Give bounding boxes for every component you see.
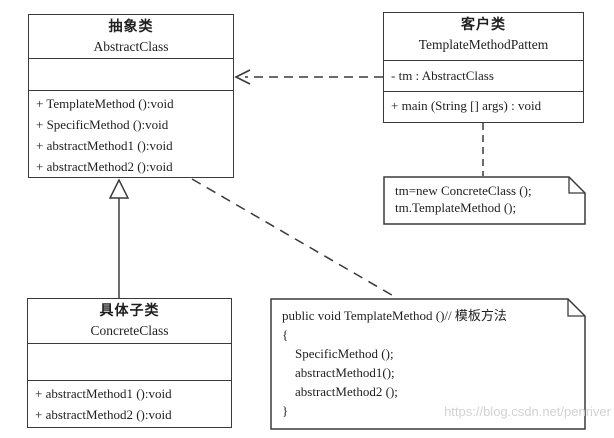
method-line: + abstractMethod2 ():void — [36, 159, 173, 174]
class-abstract-attributes-empty — [29, 59, 233, 91]
code-line: abstractMethod1(); — [282, 365, 395, 380]
class-concrete: 具体子类 ConcreteClass + abstractMethod1 ():… — [27, 298, 232, 428]
class-client: 客户类 TemplateMethodPattem - tm : Abstract… — [383, 12, 584, 123]
class-concrete-attributes-empty — [28, 344, 231, 381]
method-line: + abstractMethod1 ():void — [35, 386, 172, 401]
code-line: abstractMethod2 (); — [282, 384, 398, 399]
note-client-usage: tm=new ConcreteClass (); tm.TemplateMeth… — [383, 176, 586, 225]
class-abstract-methods: + TemplateMethod ():void + SpecificMetho… — [29, 91, 233, 177]
method-line: + abstractMethod2 ():void — [35, 407, 172, 422]
dependency-arrow — [234, 69, 383, 85]
attribute-line: - tm : AbstractClass — [391, 68, 494, 83]
class-abstract-class: 抽象类 AbstractClass + TemplateMethod ():vo… — [28, 14, 234, 178]
code-line: SpecificMethod (); — [282, 346, 394, 361]
class-abstract-name: AbstractClass — [93, 39, 169, 54]
note-template-method-body: public void TemplateMethod ()// 模板方法 { S… — [270, 298, 586, 430]
generalization-arrow — [108, 178, 130, 298]
class-client-name: TemplateMethodPattem — [418, 37, 549, 52]
note-link-diagonal — [191, 178, 398, 299]
class-concrete-title: 具体子类 ConcreteClass — [28, 299, 231, 344]
class-client-attributes: - tm : AbstractClass — [384, 61, 583, 92]
code-line: tm.TemplateMethod (); — [395, 200, 517, 215]
method-line: + main (String [] args) : void — [391, 98, 542, 113]
class-concrete-methods: + abstractMethod1 ():void + abstractMeth… — [28, 381, 231, 427]
class-abstract-title: 抽象类 AbstractClass — [29, 15, 233, 59]
method-line: + TemplateMethod ():void — [36, 96, 174, 111]
code-line: { — [282, 327, 289, 342]
class-client-title: 客户类 TemplateMethodPattem — [384, 13, 583, 61]
note-client-usage-text: tm=new ConcreteClass (); tm.TemplateMeth… — [395, 182, 568, 216]
class-client-stereotype: 客户类 — [461, 18, 506, 33]
code-line: tm=new ConcreteClass (); — [395, 183, 532, 198]
method-line: + SpecificMethod ():void — [36, 117, 169, 132]
watermark-url: https://blog.csdn.net/penriver — [444, 404, 611, 419]
class-abstract-stereotype: 抽象类 — [108, 20, 154, 35]
class-concrete-stereotype: 具体子类 — [99, 304, 160, 319]
code-line: } — [282, 403, 289, 418]
note-shape — [383, 176, 586, 225]
note-shape — [270, 298, 586, 430]
code-line: public void TemplateMethod ()// 模板方法 — [282, 308, 507, 323]
class-client-methods: + main (String [] args) : void — [384, 92, 583, 122]
class-concrete-name: ConcreteClass — [90, 323, 169, 338]
method-line: + abstractMethod1 ():void — [36, 138, 173, 153]
note-template-method-text: public void TemplateMethod ()// 模板方法 { S… — [282, 306, 568, 420]
